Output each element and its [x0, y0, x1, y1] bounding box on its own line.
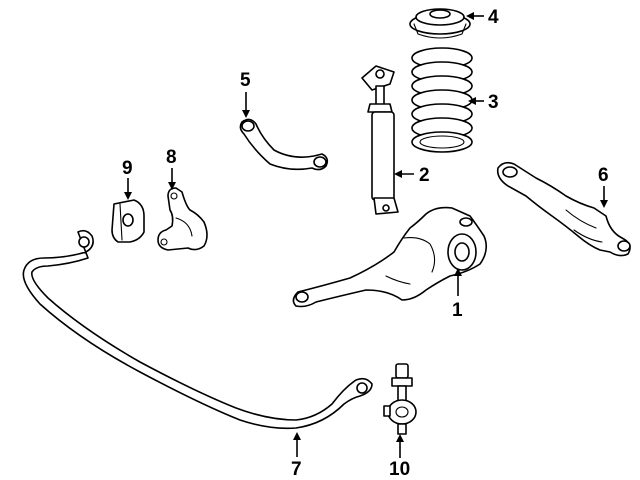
stabilizer-bar — [22, 229, 373, 430]
callout-labels: 1 2 3 4 5 6 7 8 9 10 — [122, 7, 609, 480]
callout-10: 10 — [389, 459, 410, 480]
stabilizer-bracket — [157, 187, 208, 251]
coil-spring — [411, 47, 473, 153]
callout-4: 4 — [488, 7, 499, 28]
knuckle-trailing-arm — [292, 206, 488, 308]
callout-5: 5 — [240, 70, 251, 91]
callout-6: 6 — [598, 165, 609, 186]
stabilizer-link — [383, 363, 417, 435]
upper-control-arm — [239, 118, 329, 171]
stabilizer-bushing — [111, 199, 145, 243]
callout-9: 9 — [122, 158, 133, 179]
callout-3: 3 — [488, 92, 499, 113]
callout-1: 1 — [452, 300, 463, 321]
callout-2: 2 — [419, 165, 430, 186]
lower-control-arm — [496, 161, 631, 257]
callout-8: 8 — [166, 147, 177, 168]
callout-7: 7 — [291, 459, 302, 480]
leader-lines — [124, 12, 608, 458]
spring-upper-mount — [409, 8, 471, 39]
shock-absorber — [361, 65, 399, 215]
